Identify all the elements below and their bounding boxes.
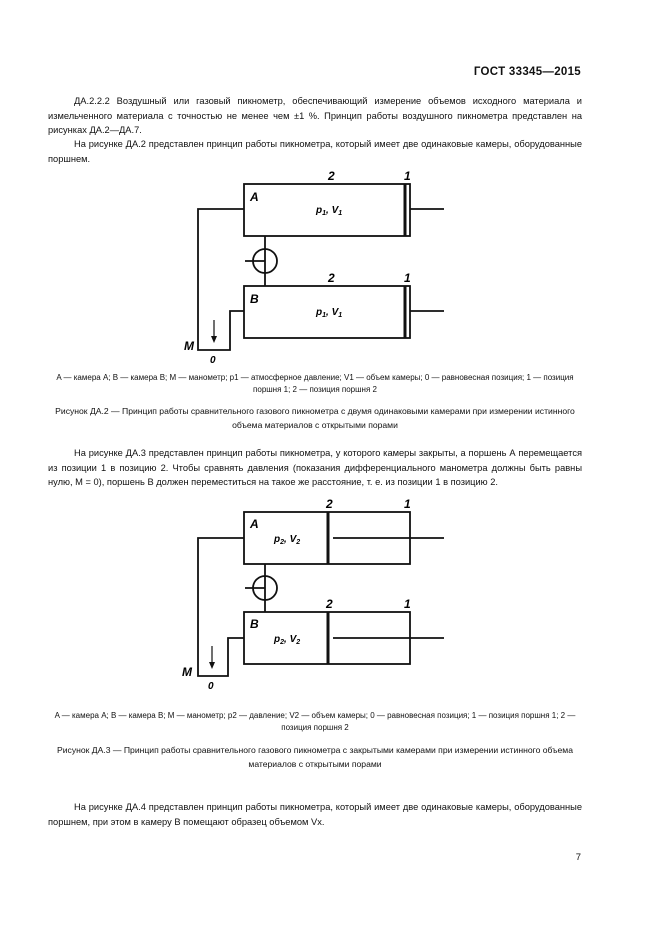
paragraph-text: ДА.2.2.2 Воздушный или газовый пикнометр…: [48, 96, 582, 135]
label-a: A: [249, 517, 259, 531]
position-2-label: 2: [327, 169, 335, 183]
paragraph-fig4-intro: На рисунке ДА.4 представлен принцип рабо…: [48, 800, 582, 829]
chamber-a-params: p1, V1: [315, 205, 342, 217]
label-m: M: [184, 339, 195, 353]
position-2-label: 2: [325, 497, 333, 511]
label-b: B: [250, 292, 259, 306]
paragraph-fig3-intro: На рисунке ДА.3 представлен принцип рабо…: [48, 446, 582, 490]
figure-da-2-caption: Рисунок ДА.2 — Принцип работы сравнитель…: [55, 406, 575, 430]
position-1-label: 1: [404, 497, 411, 511]
figure-da-3-caption: Рисунок ДА.3 — Принцип работы сравнитель…: [56, 745, 573, 769]
label-m: M: [182, 665, 193, 679]
paragraph-text: На рисунке ДА.3 представлен принцип рабо…: [48, 448, 582, 487]
figure-da-2-diagram: A B M 0 2 1 2 1 p1, V1 p1, V1: [184, 169, 444, 365]
label-zero: 0: [208, 681, 214, 692]
manometer-pipe: [197, 537, 244, 677]
position-1-label: 1: [404, 169, 411, 183]
paragraph-text: На рисунке ДА.4 представлен принцип рабо…: [48, 802, 582, 827]
chamber-b: [243, 285, 411, 339]
label-zero: 0: [210, 355, 216, 365]
figure-da-2-legend: A — камера A; B — камера B; M — манометр…: [56, 373, 574, 394]
page-number: 7: [575, 852, 581, 863]
position-1-label: 1: [404, 271, 411, 285]
paragraph-text: На рисунке ДА.2 представлен принцип рабо…: [48, 139, 582, 164]
position-1-label: 1: [404, 597, 411, 611]
figure-da-3-legend: A — камера A; B — камера B; M — манометр…: [54, 711, 576, 732]
label-b: B: [250, 617, 259, 631]
position-2-label: 2: [325, 597, 333, 611]
paragraph-fig2-intro: На рисунке ДА.2 представлен принцип рабо…: [48, 137, 582, 166]
manometer-pipe: [197, 208, 244, 351]
document-header: ГОСТ 33345—2015: [473, 66, 581, 78]
chamber-a: [243, 183, 411, 237]
chamber-a-params: p2, V2: [273, 534, 300, 546]
label-a: A: [249, 190, 259, 204]
paragraph-da-2-2-2: ДА.2.2.2 Воздушный или газовый пикнометр…: [48, 94, 582, 138]
position-2-label: 2: [327, 271, 335, 285]
chamber-b-params: p1, V1: [315, 307, 342, 319]
chamber-b-params: p2, V2: [273, 634, 300, 646]
figure-da-3-diagram: A B M 0 2 1 2 1 p2, V2 p2, V2: [182, 497, 444, 692]
